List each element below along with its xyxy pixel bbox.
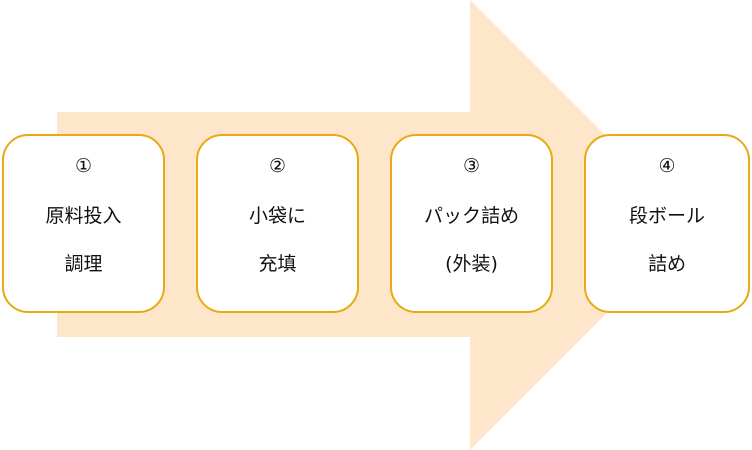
step-3-box: ③ パック詰め (外装)	[390, 134, 553, 313]
step-label: 詰め	[647, 253, 686, 275]
step-label: (外装)	[445, 253, 498, 275]
step-label: 段ボール	[628, 205, 705, 227]
step-label: 調理	[64, 253, 103, 275]
step-number: ②	[268, 155, 287, 177]
step-number: ④	[658, 155, 676, 177]
step-label: 充填	[258, 253, 297, 275]
step-label: パック詰め	[423, 205, 519, 227]
step-number: ①	[74, 155, 93, 177]
step-1-box: ① 原料投入 調理	[2, 134, 165, 313]
step-4-box: ④ 段ボール 詰め	[584, 134, 750, 313]
step-number: ③	[462, 155, 481, 177]
step-label: 原料投入	[45, 205, 122, 227]
step-2-box: ② 小袋に 充填	[196, 134, 359, 313]
step-label: 小袋に	[248, 205, 306, 227]
